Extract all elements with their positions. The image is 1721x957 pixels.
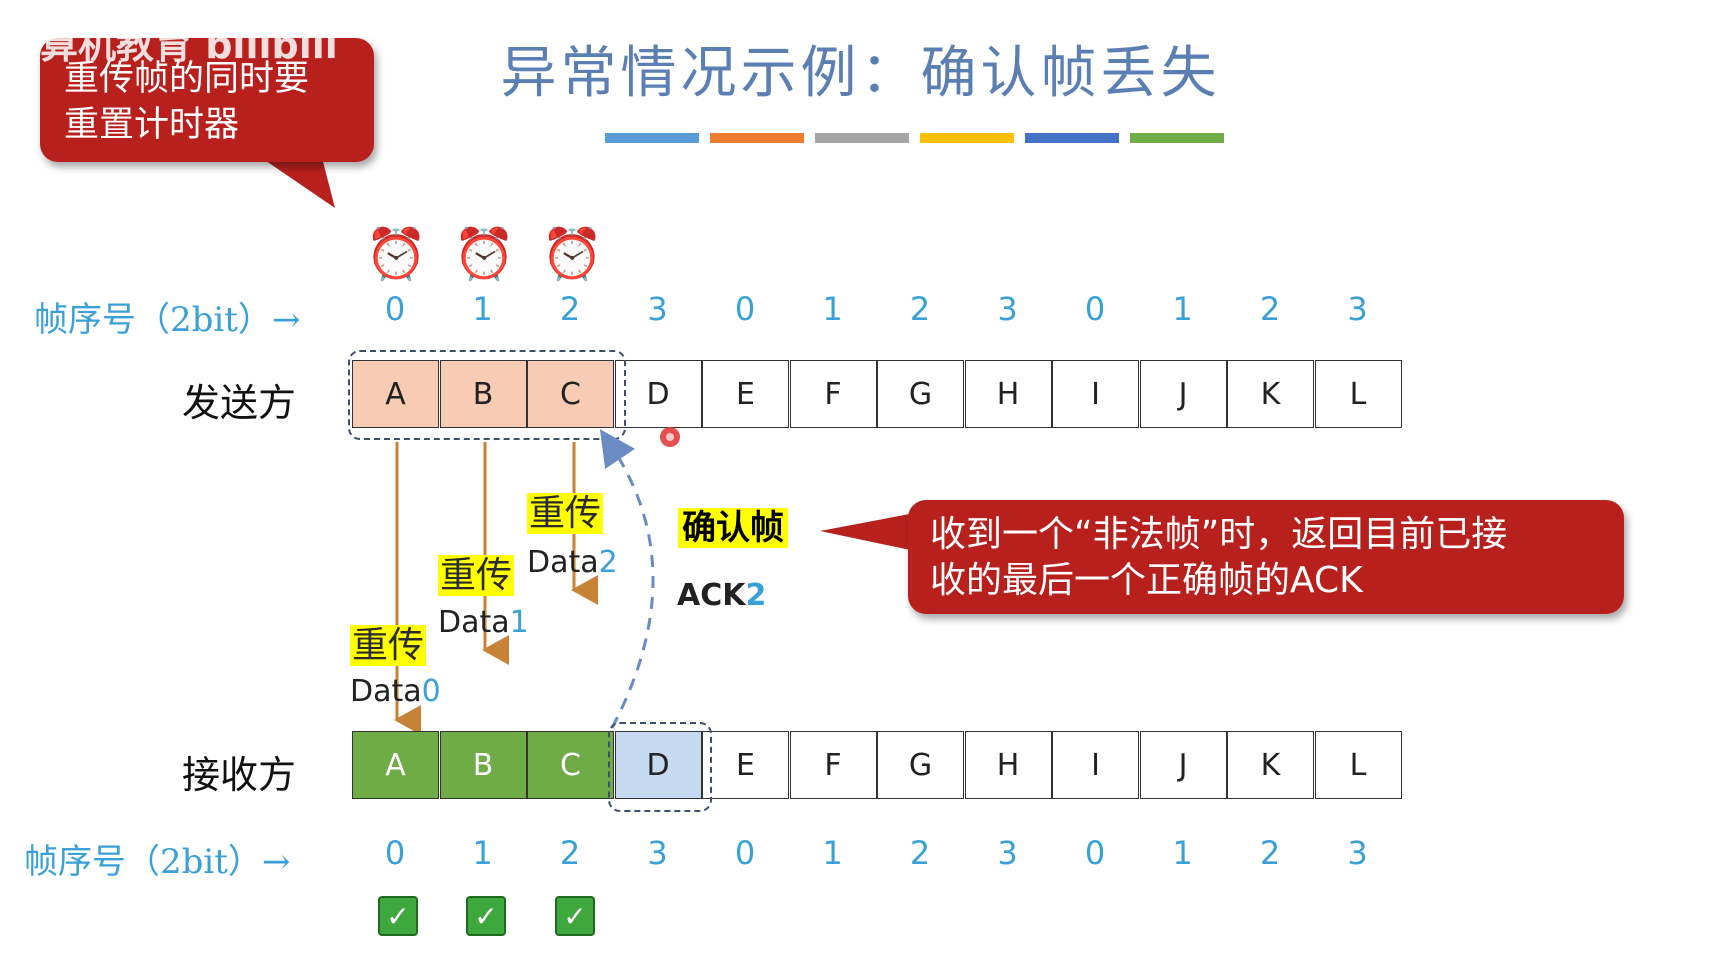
check-icon: ✓	[555, 896, 595, 936]
color-bar-segment	[1025, 133, 1119, 143]
seq-number: 1	[472, 290, 493, 328]
data2-label: Data2	[527, 545, 618, 580]
sender-frame: I	[1052, 360, 1139, 428]
seq-number: 0	[1084, 834, 1106, 872]
callout-left-line2: 重置计时器	[64, 105, 240, 145]
seq-number: 3	[997, 834, 1018, 872]
seq-label-bottom: 帧序号（2bit）→	[24, 842, 291, 882]
page-title: 异常情况示例：确认帧丢失	[500, 41, 1221, 106]
callout-right-line1: 收到一个“非法帧”时，返回目前已接	[930, 514, 1508, 555]
callout-reset-timer: 重传帧的同时要 重置计时器	[40, 38, 374, 162]
seq-number: 2	[909, 290, 931, 328]
sender-frame: C	[527, 360, 614, 428]
callout-illegal-frame: 收到一个“非法帧”时，返回目前已接 收的最后一个正确帧的ACK	[908, 500, 1624, 614]
check-icon: ✓	[466, 896, 506, 936]
sender-frame: E	[702, 360, 789, 428]
receiver-window	[608, 722, 712, 812]
sender-frame: A	[352, 360, 439, 428]
receiver-frame: J	[1139, 731, 1227, 799]
sender-frame: L	[1314, 360, 1402, 428]
seq-number: 3	[1347, 834, 1368, 872]
sender-frame: B	[439, 360, 527, 428]
alarm-clock-icon: ⏰	[453, 225, 516, 283]
check-icon: ✓	[378, 896, 418, 936]
alarm-clock-icon: ⏰	[365, 225, 428, 283]
receiver-frame: E	[702, 731, 789, 799]
seq-number: 2	[559, 834, 581, 872]
color-bar-segment	[920, 133, 1014, 143]
color-bar-segment	[710, 133, 804, 143]
retransmit-label: 重传	[350, 625, 427, 666]
seq-number: 2	[1259, 834, 1281, 872]
retransmit-0: 重传	[350, 624, 427, 668]
seq-number: 1	[822, 834, 843, 872]
sender-frame: F	[789, 360, 877, 428]
seq-number: 0	[734, 834, 756, 872]
receiver-frame: B	[439, 731, 527, 799]
receiver-label: 接收方	[182, 753, 297, 797]
seq-number: 0	[1084, 290, 1106, 328]
retransmit-label: 重传	[438, 555, 515, 596]
color-bar-segment	[605, 133, 699, 143]
receiver-frame: F	[789, 731, 877, 799]
lost-ack-path	[599, 429, 655, 729]
sender-frame: K	[1227, 360, 1314, 428]
sender-window	[348, 350, 626, 440]
receiver-frame: G	[877, 731, 964, 799]
ack-label: ACK2	[677, 578, 767, 613]
sender-frame: G	[877, 360, 964, 428]
seq-number: 3	[647, 834, 668, 872]
retransmit-1: 重传	[438, 554, 515, 598]
receiver-frame: H	[964, 731, 1052, 799]
seq-number: 2	[1259, 290, 1281, 328]
seq-number: 0	[734, 290, 756, 328]
callout-left-line1: 重传帧的同时要	[64, 59, 310, 99]
data1-label: Data1	[438, 605, 529, 640]
sender-frame: J	[1139, 360, 1227, 428]
seq-number: 0	[384, 290, 406, 328]
callout-right-line2: 收的最后一个正确帧的ACK	[930, 560, 1363, 601]
receiver-frame: A	[352, 731, 439, 799]
ack-title: 确认帧	[678, 506, 788, 550]
seq-number: 1	[472, 834, 493, 872]
data0-label: Data0	[350, 674, 441, 709]
receiver-frame: I	[1052, 731, 1139, 799]
seq-number: 0	[384, 834, 406, 872]
receiver-frame: K	[1227, 731, 1314, 799]
sender-label: 发送方	[182, 381, 297, 425]
seq-number: 2	[559, 290, 581, 328]
seq-number: 3	[1347, 290, 1368, 328]
sender-frame: H	[964, 360, 1052, 428]
callout-right-tail	[820, 513, 915, 551]
retransmit-2: 重传	[527, 492, 604, 536]
seq-number: 1	[1172, 290, 1193, 328]
watermark: 算机教育 bilibili	[40, 23, 338, 67]
seq-number: 1	[822, 290, 843, 328]
retransmit-label: 重传	[527, 493, 604, 534]
receiver-frame: L	[1314, 731, 1402, 799]
alarm-clock-icon: ⏰	[541, 225, 604, 283]
color-bar-segment	[815, 133, 909, 143]
receiver-frame: D	[614, 731, 702, 799]
callout-left-tail	[250, 150, 335, 208]
seq-number: 2	[909, 834, 931, 872]
seq-number: 1	[1172, 834, 1193, 872]
seq-number: 3	[647, 290, 668, 328]
seq-label-top: 帧序号（2bit）→	[34, 300, 301, 340]
receiver-frame: C	[527, 731, 614, 799]
seq-number: 3	[997, 290, 1018, 328]
color-bar-segment	[1130, 133, 1224, 143]
sender-frame: D	[614, 360, 702, 428]
